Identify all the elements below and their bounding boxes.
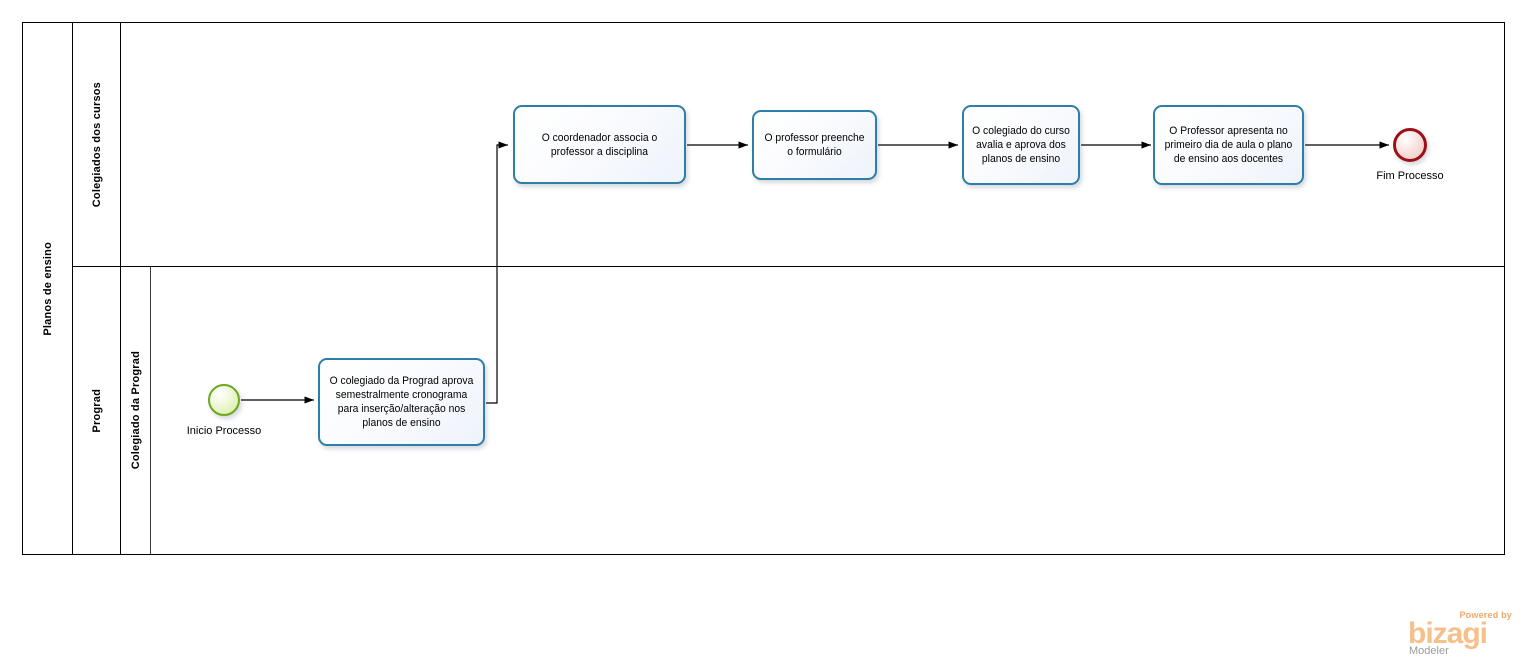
- lane-label-colegiados-dos-cursos: Colegiados dos cursos: [90, 81, 103, 208]
- pool-planos-de-ensino: Planos de ensino Colegiados dos cursos P…: [22, 22, 1505, 555]
- pool-header: Planos de ensino: [23, 23, 73, 554]
- bizagi-product-label: Modeler: [1409, 645, 1449, 657]
- end-event[interactable]: [1393, 128, 1427, 162]
- task-label: O professor preenche o formulário: [764, 132, 865, 158]
- task-colegiado-avalia[interactable]: O colegiado do curso avalia e aprova dos…: [962, 105, 1080, 185]
- lane-header-colegiados-dos-cursos: Colegiados dos cursos: [73, 23, 121, 266]
- task-label: O Professor apresenta no primeiro dia de…: [1164, 125, 1293, 165]
- lane-colegiados-dos-cursos: Colegiados dos cursos: [73, 23, 1504, 267]
- bizagi-logo-text: bizagi: [1408, 617, 1488, 650]
- bizagi-watermark: Powered by bizagi Modeler: [1399, 610, 1514, 658]
- task-professor-preenche[interactable]: O professor preenche o formulário: [752, 110, 877, 180]
- start-event[interactable]: [208, 384, 240, 416]
- task-label: O colegiado do curso avalia e aprova dos…: [972, 125, 1070, 165]
- pool-title: Planos de ensino: [41, 241, 54, 336]
- lane-prograd: Prograd Colegiado da Prograd: [73, 267, 1504, 554]
- sublane-colegiado-da-prograd: Colegiado da Prograd: [121, 267, 1504, 554]
- end-event-label: Fim Processo: [1376, 170, 1444, 182]
- sublane-header-colegiado-da-prograd: Colegiado da Prograd: [121, 267, 151, 554]
- task-colegiado-prograd-aprova[interactable]: O colegiado da Prograd aprova semestralm…: [318, 358, 485, 446]
- start-event-label: Inicio Processo: [186, 425, 262, 437]
- powered-by-label: Powered by: [1459, 610, 1512, 620]
- task-professor-apresenta[interactable]: O Professor apresenta no primeiro dia de…: [1153, 105, 1304, 185]
- lane-header-prograd: Prograd: [73, 267, 121, 554]
- lane-label-prograd: Prograd: [90, 388, 103, 433]
- task-label: O coordenador associa o professor a disc…: [541, 131, 658, 158]
- task-coordenador-associa[interactable]: O coordenador associa o professor a disc…: [513, 105, 686, 184]
- sublane-label-colegiado-da-prograd: Colegiado da Prograd: [129, 351, 142, 470]
- task-label: O colegiado da Prograd aprova semestralm…: [329, 375, 474, 429]
